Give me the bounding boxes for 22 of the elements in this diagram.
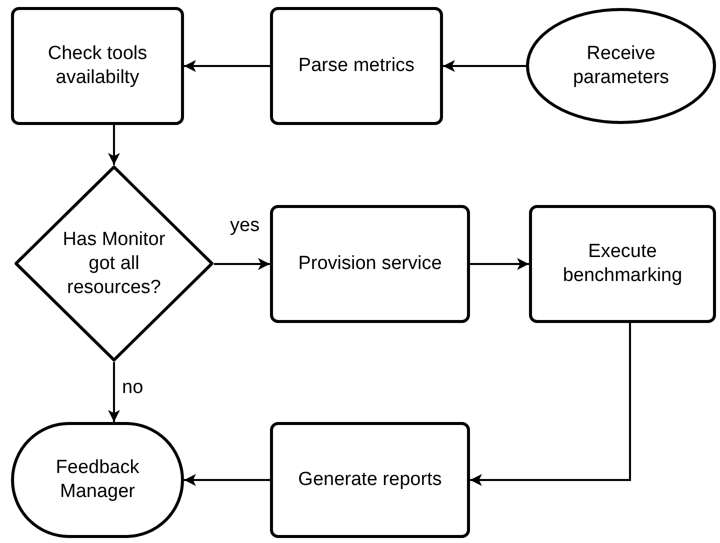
node-label: Has Monitor got all resources? bbox=[62, 228, 166, 300]
process-box bbox=[270, 7, 443, 125]
node-label: Parse metrics bbox=[298, 54, 415, 78]
node-label: Check tools availabilty bbox=[46, 42, 148, 90]
node-label: Generate reports bbox=[298, 468, 442, 492]
arrow bbox=[470, 323, 631, 486]
process-box bbox=[270, 422, 470, 538]
node-label: Feedback Manager bbox=[54, 456, 140, 504]
process-box bbox=[11, 7, 184, 125]
node-label: Provision service bbox=[298, 252, 442, 276]
arrow bbox=[214, 258, 270, 270]
arrow bbox=[108, 125, 120, 165]
node-label: Receive parameters bbox=[572, 42, 670, 90]
arrow bbox=[184, 474, 270, 486]
node-label: Execute benchmarking bbox=[562, 240, 684, 288]
decision-diamond bbox=[14, 165, 214, 362]
process-box bbox=[529, 205, 716, 323]
arrow bbox=[443, 60, 526, 72]
arrow bbox=[184, 60, 270, 72]
arrow bbox=[108, 362, 120, 422]
process-box bbox=[270, 205, 470, 323]
arrow bbox=[470, 258, 529, 270]
